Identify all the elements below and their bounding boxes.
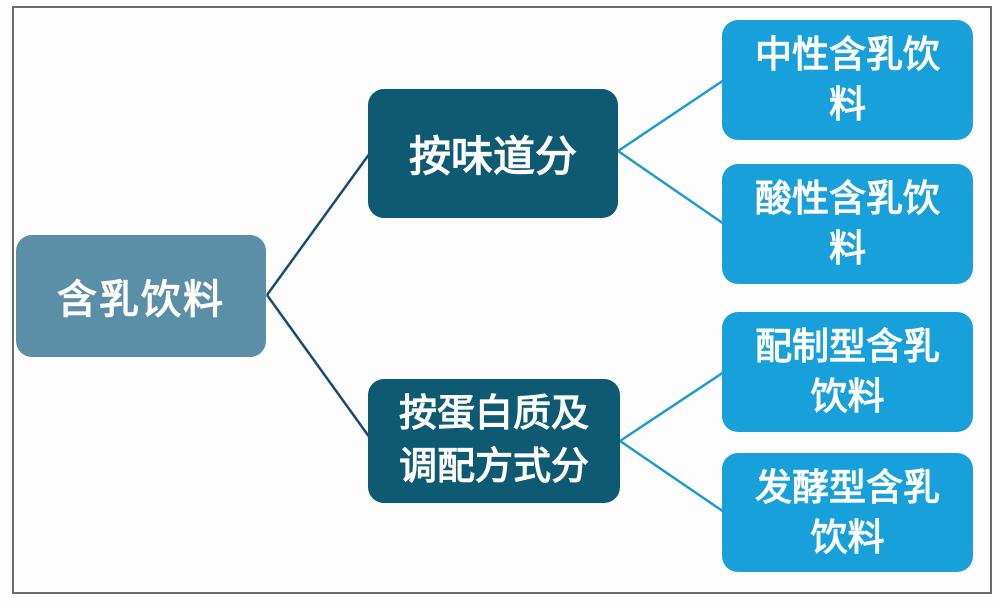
root-node-milk-beverage: 含乳饮料 <box>16 235 266 357</box>
category-node-by-taste-label: 按味道分 <box>408 133 577 180</box>
leaf-node-neutral-milk-beverage: 中性含乳饮料 <box>722 20 973 140</box>
leaf-node-formulated-label: 配制型含乳饮料 <box>755 326 940 417</box>
leaf-node-formulated-milk-beverage: 配制型含乳饮料 <box>722 312 973 432</box>
leaf-node-fermented-milk-beverage: 发酵型含乳饮料 <box>722 453 973 572</box>
category-node-by-protein-preparation-label: 按蛋白质及调配方式分 <box>398 392 589 488</box>
root-node-label: 含乳饮料 <box>57 278 225 322</box>
leaf-node-acidic-label: 酸性含乳饮料 <box>755 178 940 269</box>
leaf-node-acidic-milk-beverage: 酸性含乳饮料 <box>722 164 973 284</box>
outer-frame <box>12 6 992 594</box>
leaf-node-neutral-label: 中性含乳饮料 <box>755 34 940 125</box>
leaf-node-fermented-label: 发酵型含乳饮料 <box>755 466 940 558</box>
category-node-by-protein-preparation: 按蛋白质及调配方式分 <box>368 379 620 503</box>
category-node-by-taste: 按味道分 <box>368 89 618 218</box>
